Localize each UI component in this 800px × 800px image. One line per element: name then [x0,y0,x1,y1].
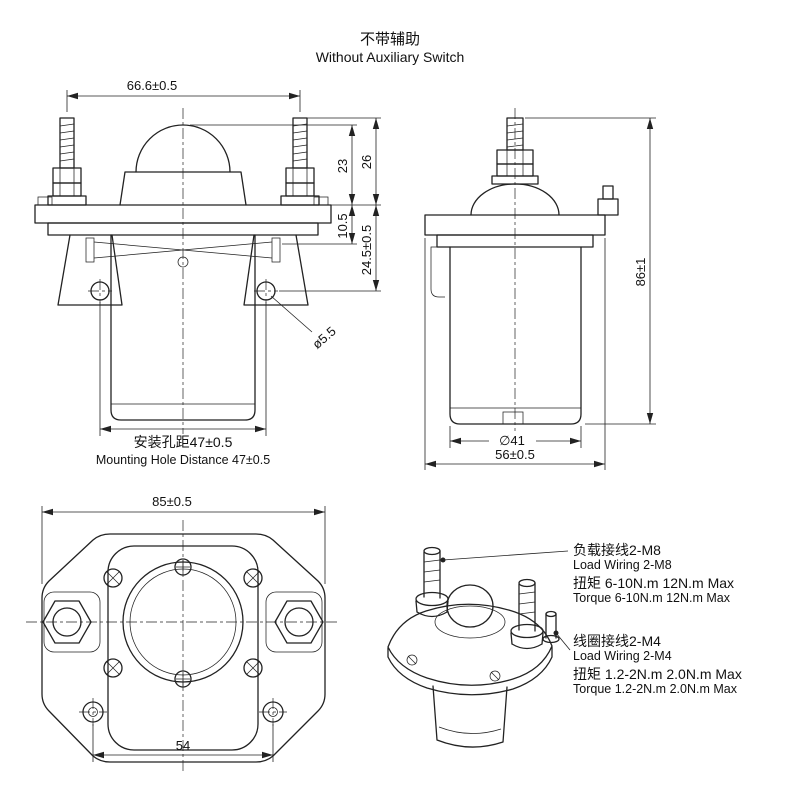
side-flange [424,185,619,298]
front-terminal-stud-left [47,117,87,206]
top-cover [107,545,259,751]
iso-load-terminal-left [415,546,449,618]
coil-torque-zh: 扭矩 1.2-2N.m 2.0N.m Max [573,666,742,682]
side-bracket [430,246,445,298]
top-hex-terminal-right [274,600,324,644]
dim-front-10-5: 10.5 [335,213,350,238]
dim-front-hole-dia: ø5.5 [309,323,338,351]
top-corner-screws [103,568,263,678]
dim-side-body-dia: ∅41 [499,433,525,448]
top-view [26,520,340,774]
front-body [110,234,256,421]
title-zh: 不带辅助 [360,31,420,48]
iso-leader-coil [553,630,571,651]
title-en: Without Auxiliary Switch [316,49,465,65]
side-view-dimensions: 86±1 ∅41 56±0.5 [424,117,656,470]
dim-top-width: 85±0.5 [152,494,192,509]
load-label-zh: 负载接线2-M8 [573,542,661,558]
dim-front-26: 26 [359,155,374,169]
side-dome [470,183,560,216]
iso-load-terminal-right [510,578,544,650]
dim-front-23: 23 [335,159,350,173]
side-view [424,108,619,438]
iso-leader-load [440,550,569,563]
load-torque-zh: 扭矩 6-10N.m 12N.m Max [573,575,734,591]
coil-label-en: Load Wiring 2-M4 [573,649,672,663]
top-hex-terminal-left [42,600,92,644]
iso-body [432,685,508,748]
side-aux-terminal [597,198,619,216]
iso-flange [387,603,553,686]
top-view-dimensions: 85±0.5 54 [41,494,326,762]
dim-top-hole-spacing: 54 [176,738,190,753]
front-terminal-stud-right [280,117,320,206]
side-body [449,246,582,425]
load-torque-en: Torque 6-10N.m 12N.m Max [573,591,731,605]
front-view-dimensions: 66.6±0.5 23 26 10.5 24.5±0.5 ø5.5 安装孔距47… [66,78,381,467]
top-phillips-screws [174,558,192,688]
front-mounting-ears [57,234,309,306]
coil-label-zh: 线圈接线2-M4 [573,633,661,649]
isometric-view [387,546,571,748]
front-leaf-spring [85,237,281,268]
dim-side-width: 56±0.5 [495,447,535,462]
load-label-en: Load Wiring 2-M8 [573,558,672,572]
front-view [34,108,332,434]
top-mounting-holes [79,698,287,726]
coil-torque-en: Torque 1.2-2N.m 2.0N.m Max [573,682,738,696]
dim-front-top-width: 66.6±0.5 [127,78,178,93]
dim-front-24-5: 24.5±0.5 [359,225,374,276]
dim-side-height: 86±1 [633,258,648,287]
front-note-zh: 安装孔距47±0.5 [134,434,233,450]
drawing-title: 不带辅助 Without Auxiliary Switch [316,31,465,65]
front-note-en: Mounting Hole Distance 47±0.5 [96,453,270,467]
front-flange [34,196,332,236]
front-dome-cover [119,124,247,206]
top-flange-outline [41,533,326,763]
iso-coil-terminal [542,610,560,644]
iso-annotations: 负载接线2-M8 Load Wiring 2-M8 扭矩 6-10N.m 12N… [573,542,742,696]
